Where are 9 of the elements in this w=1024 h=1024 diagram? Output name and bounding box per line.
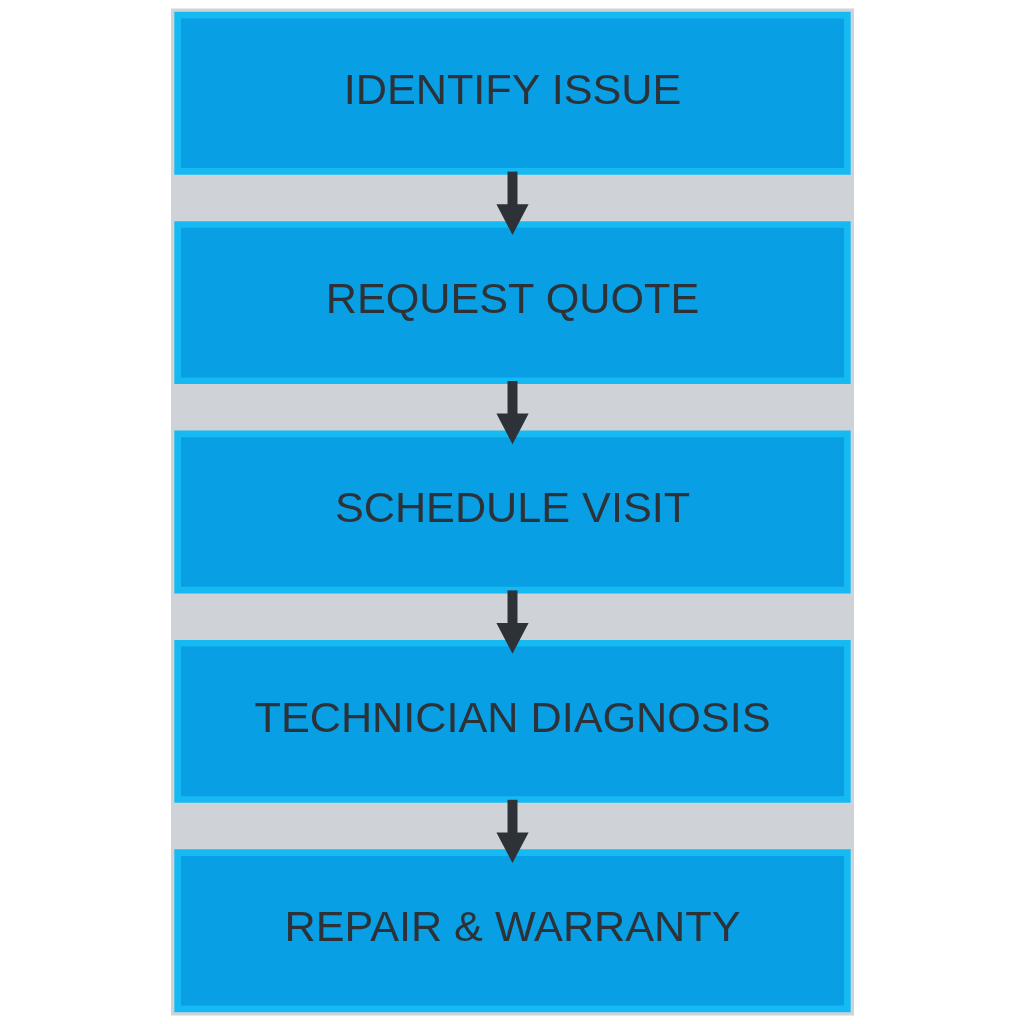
node-box: REQUEST QUOTE	[173, 221, 851, 385]
arrow	[495, 171, 529, 235]
arrow	[495, 590, 529, 654]
node-box: SCHEDULE VISIT	[173, 430, 851, 594]
node-box: TECHNICIAN DIAGNOSIS	[173, 639, 851, 803]
arrow	[495, 381, 529, 445]
node-box: REPAIR & WARRANTY	[173, 849, 851, 1013]
arrow	[495, 799, 529, 864]
node-box: IDENTIFY ISSUE	[173, 11, 851, 175]
